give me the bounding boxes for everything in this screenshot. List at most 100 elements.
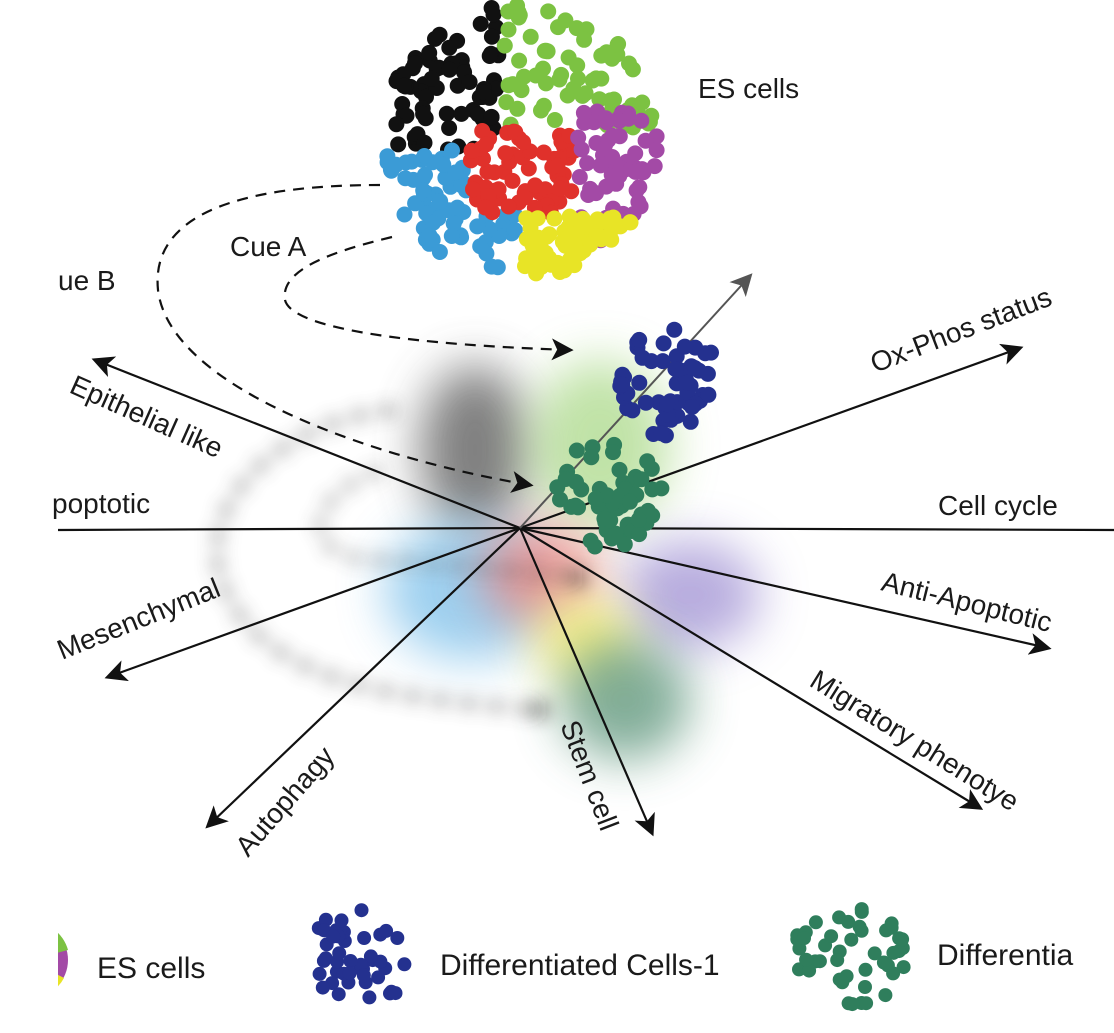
blurred-trajectories [212, 405, 586, 718]
es-cell-dot [565, 80, 582, 97]
es-cell-dot [506, 222, 523, 238]
legend-es-icon-base [58, 934, 68, 986]
cue-b-trajectory [156, 183, 534, 493]
differentiated-cell-1-dot [686, 360, 703, 376]
es-cell-dot [571, 169, 588, 185]
es-cell-dot [395, 77, 412, 94]
differentiated-cell-1-dot [684, 399, 701, 415]
es-cell-dot [461, 74, 478, 90]
differentiated-cell-2-dot [587, 490, 604, 507]
es-cell-dot [620, 110, 637, 127]
differentiated-cell-2-dot [567, 497, 584, 514]
es-cell-dot [543, 256, 560, 273]
differentiated-cell-2-dot [568, 442, 585, 459]
legend-diff2-dot [799, 952, 814, 967]
legend-diff2-dot [859, 996, 874, 1011]
differentiated-cell-1-dot [631, 374, 648, 391]
legend-diff1-dot [397, 957, 412, 972]
es-cell-dot [481, 221, 498, 237]
es-cell-dot [588, 70, 605, 87]
es-cell-dot [579, 155, 596, 172]
axis-label-autophagy: Autophagy [229, 741, 340, 862]
es-cell-dot [573, 219, 590, 236]
es-cell-dot [497, 145, 514, 162]
differentiated-cell-2-dot [607, 527, 624, 544]
es-cell-dot [531, 243, 547, 260]
legend-diff2-dot [808, 915, 823, 930]
legend-diff2-dot [858, 962, 873, 977]
legend-diff2-dot [812, 954, 827, 969]
es-cell-dot [597, 110, 614, 127]
es-cell-dot [539, 43, 556, 60]
es-cell-dot [551, 71, 568, 88]
es-cell-dot [593, 231, 610, 248]
legend-diff2-dot [845, 997, 860, 1012]
differentiated-cell-1-dot [666, 321, 683, 338]
es-cell-dot [470, 106, 487, 123]
es-cell-dot [604, 149, 621, 165]
es-cell-dot [552, 180, 569, 197]
differentiated-cell-2-dot [583, 449, 600, 466]
es-cell-dot [416, 148, 433, 164]
es-cell-dot [588, 185, 604, 202]
es-cell-dot [443, 228, 460, 244]
differentiated-cells-2-cluster [549, 436, 670, 555]
legend: ES cells Differentiated Cells-1 Differen… [58, 902, 1074, 1012]
cue-trajectories: Cue A ue B [58, 183, 574, 493]
es-cell-dot [597, 45, 614, 62]
es-cell-dot [407, 55, 423, 72]
es-cell-dot [465, 181, 481, 198]
es-cell-dot [441, 61, 458, 78]
es-cell-dot [535, 144, 552, 161]
es-cell-dot [388, 116, 405, 133]
es-cell-dot [510, 9, 527, 26]
axis-label-cellcycle: Cell cycle [938, 490, 1058, 521]
es-cell-dot [633, 112, 650, 129]
legend-diff1-dot [332, 946, 347, 961]
es-cell-dot [445, 215, 462, 232]
legend-diff1-label: Differentiated Cells-1 [440, 949, 720, 982]
differentiated-cell-2-dot [644, 481, 661, 498]
es-cell-dot [500, 21, 517, 38]
es-cell-dot [416, 134, 433, 151]
es-cell-dot [529, 210, 546, 227]
es-cell-dot [634, 94, 651, 111]
legend-diff1-dot [363, 949, 378, 964]
differentiated-cell-2-dot [639, 453, 656, 470]
es-cell-dot [627, 163, 644, 180]
legend-diff2-dot [854, 902, 869, 917]
legend-diff1-dot [326, 929, 341, 944]
legend-diff1-dot [362, 990, 377, 1005]
legend-diff2-dot [895, 932, 910, 947]
es-cell-dot [577, 85, 594, 102]
trajectory-blur-2 [316, 466, 581, 582]
blob-dark-green [560, 640, 690, 760]
cue-a-trajectory [283, 235, 574, 361]
es-cell-dot [500, 198, 517, 215]
es-cell-dot [538, 75, 554, 92]
differentiated-cell-1-dot [679, 374, 696, 391]
legend-diff2-label: Differentia [937, 939, 1074, 972]
legend-diff2-dot [830, 953, 845, 968]
legend-diff1-icon [311, 903, 412, 1005]
legend-diff1-dot [343, 954, 358, 968]
legend-diff2-dot [867, 946, 882, 961]
es-cell-dot [530, 229, 547, 246]
legend-diff1-dot [315, 980, 330, 995]
legend-diff1-dot [371, 970, 386, 985]
es-cell-dot [533, 102, 549, 119]
es-cell-dot [432, 193, 449, 210]
trajectory-blur-dot-1 [570, 570, 586, 586]
es-cell-dot [390, 136, 407, 153]
es-cell-dot [425, 214, 441, 231]
es-cell-dot [475, 84, 492, 101]
es-cell-dot [504, 172, 521, 189]
differentiated-cell-2-dot [644, 507, 661, 524]
es-cell-dot [496, 37, 513, 54]
differentiated-cell-1-dot [653, 425, 670, 442]
legend-diff2-dot [797, 931, 811, 946]
cue-a-label: Cue A [230, 231, 307, 262]
differentiated-cell-2-dot [552, 491, 568, 508]
es-cell-dot [604, 127, 621, 144]
es-cell-dot [621, 55, 637, 72]
